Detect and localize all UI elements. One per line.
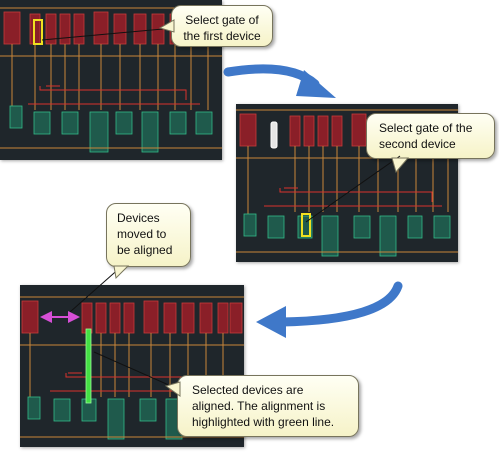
callout-tail-moved (113, 265, 130, 280)
callout-devices-moved: Devices moved to be aligned (106, 203, 191, 267)
callout-devices-aligned: Selected devices are aligned. The alignm… (177, 375, 359, 437)
curved-arrow-head-icon (296, 70, 336, 98)
curved-arrow-head-icon (256, 306, 286, 338)
curved-arrow-icon (277, 281, 403, 327)
callout-select-second-gate: Select gate of the second device (366, 113, 495, 159)
curved-arrow-icon (223, 64, 320, 89)
alignment-highlight-line (85, 328, 92, 404)
highlighted-gate-first-device (270, 121, 278, 149)
callout-select-first-gate: Select gate of the first device (171, 5, 273, 47)
